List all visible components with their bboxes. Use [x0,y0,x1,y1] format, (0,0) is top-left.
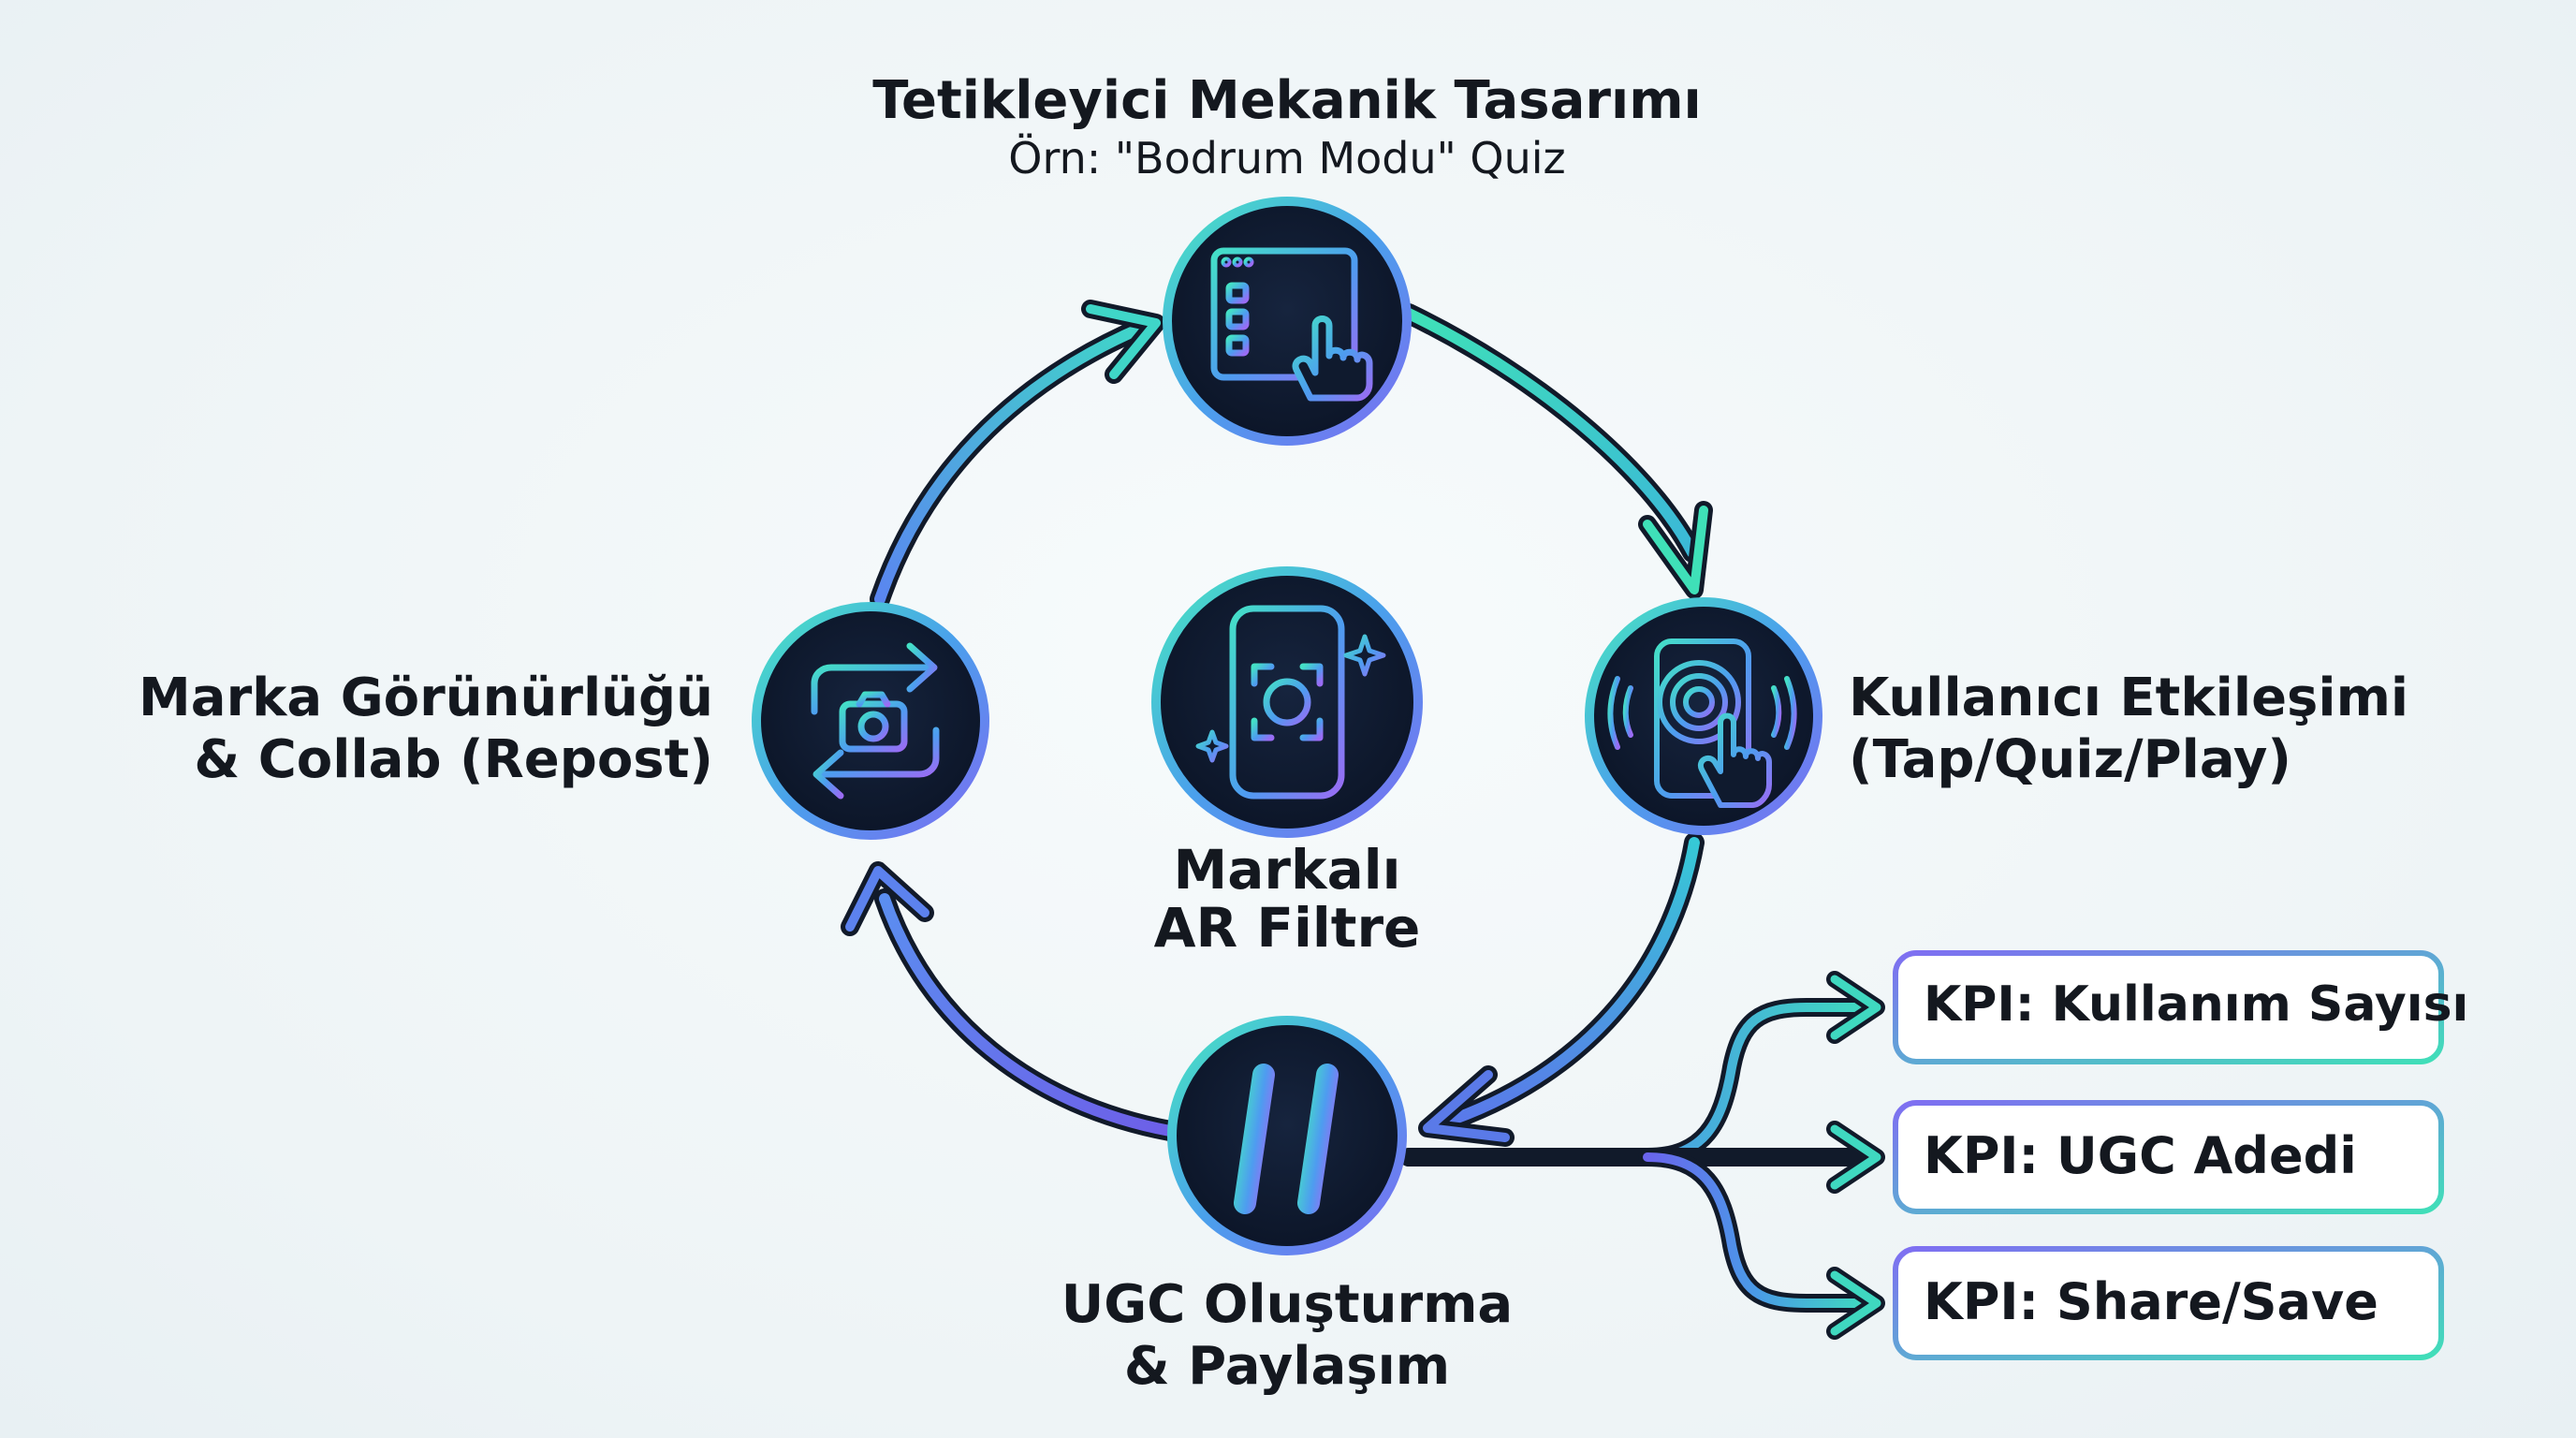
bottom-label-line2: & Paylaşım [1123,1336,1451,1397]
node-brand-visibility [752,602,989,840]
kpi-box-share [1893,1246,2444,1360]
left-label-line2: & Collab (Repost) [194,729,713,790]
arrow-left-to-top [870,300,1165,609]
kpi-ugc-label: KPI: UGC Adedi [1924,1126,2357,1185]
trigger-title: Tetikleyici Mekanik Tasarımı [872,70,1702,131]
quiz-form-icon [1210,247,1373,402]
kpi-box-ugc [1893,1100,2444,1214]
center-label-line1: Markalı [1173,838,1401,902]
kpi-branch-arrows [1399,971,1885,1340]
phone-tap-icon [1607,638,1797,808]
node-ar-filter [1151,566,1423,838]
ar-phone-face-icon [1195,605,1386,800]
arrow-top-to-right [1398,303,1713,599]
node-ugc-creation [1167,1016,1407,1255]
node-trigger-mechanic [1163,197,1412,446]
kpi-arrowheads [1826,971,1885,1340]
left-label-line1: Marka Görünürlüğü [139,668,713,728]
kpi-usage-label: KPI: Kullanım Sayısı [1924,976,2469,1033]
repost-camera-icon [811,642,940,800]
node-user-interaction [1585,597,1822,835]
bottom-label-line1: UGC Oluşturma [1061,1274,1514,1335]
kpi-box-usage [1893,950,2444,1064]
center-label-line2: AR Filtre [1153,896,1421,960]
hashtag-icon [1201,1064,1367,1214]
right-label-line1: Kullanıcı Etkileşimi [1849,668,2409,728]
trigger-subtitle: Örn: "Bodrum Modu" Quiz [1008,133,1566,183]
arrow-right-to-bottom [1418,832,1705,1147]
right-label-line2: (Tap/Quiz/Play) [1849,729,2292,790]
arrow-bottom-to-left [841,861,1180,1141]
kpi-share-label: KPI: Share/Save [1924,1272,2378,1331]
